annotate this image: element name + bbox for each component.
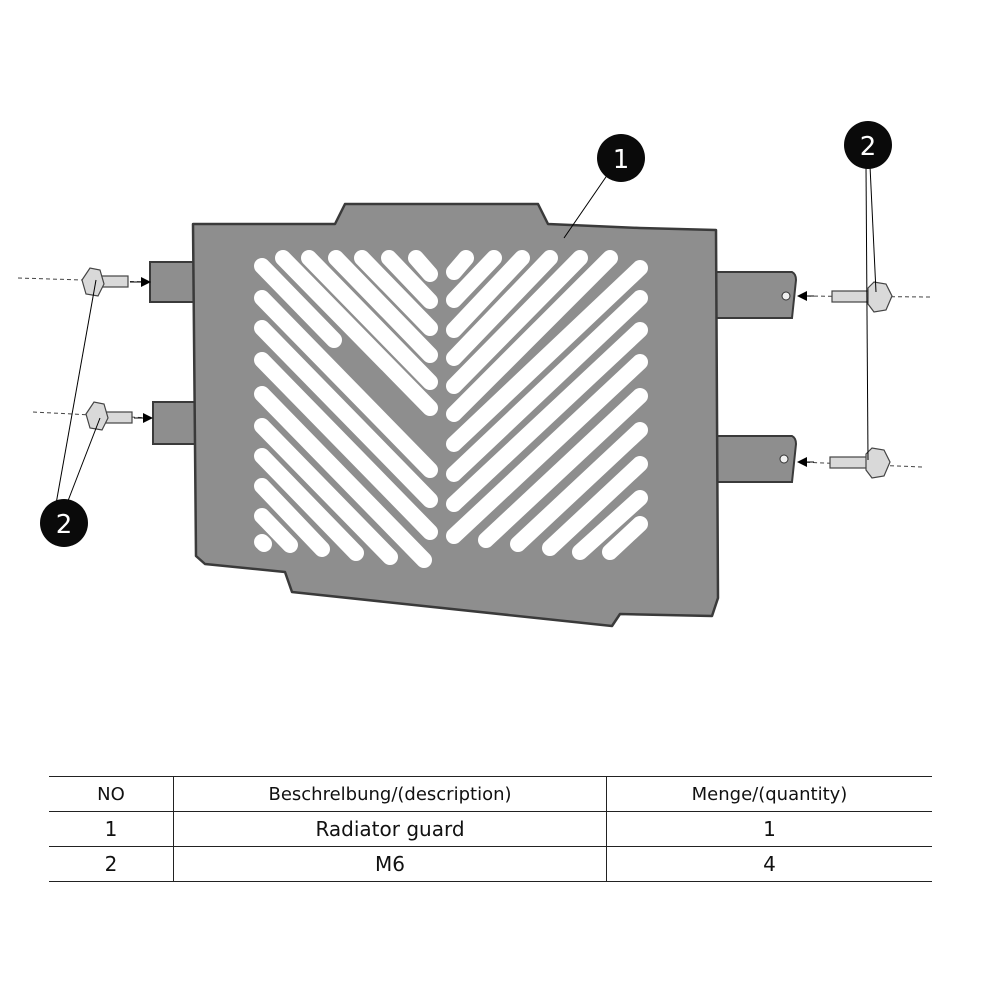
svg-text:2: 2 <box>860 132 877 162</box>
radiator-guard <box>149 202 798 628</box>
bolt-left-lower <box>32 401 153 431</box>
svg-text:2: 2 <box>56 510 73 540</box>
right-lower-tab <box>713 435 798 483</box>
svg-text:1: 1 <box>613 145 630 175</box>
grille-slots <box>254 250 648 568</box>
cell-no: 2 <box>49 846 174 882</box>
parts-list-table: NO Beschrelbung/(description) Menge/(qua… <box>49 776 932 882</box>
right-upper-tab <box>713 271 798 319</box>
bolt-right-lower <box>797 447 923 479</box>
table-header-row: NO Beschrelbung/(description) Menge/(qua… <box>49 776 932 812</box>
cell-no: 1 <box>49 811 174 847</box>
right-upper-hole <box>781 291 791 301</box>
header-quantity: Menge/(quantity) <box>691 783 848 805</box>
table-row: 2 M6 4 <box>49 846 932 882</box>
header-description: Beschrelbung/(description) <box>173 776 607 812</box>
right-lower-hole <box>779 454 789 464</box>
table-row: 1 Radiator guard 1 <box>49 811 932 847</box>
left-upper-tab <box>149 261 197 303</box>
cell-description: M6 <box>173 846 607 882</box>
callout-1: 1 <box>597 134 645 182</box>
callout-2-right: 2 <box>844 121 892 169</box>
bolt-right-upper <box>797 281 931 313</box>
exploded-assembly-diagram: 1 2 2 <box>17 121 931 628</box>
header-no: NO <box>49 776 174 812</box>
callout-2-left: 2 <box>40 499 88 547</box>
cell-description: Radiator guard <box>173 811 607 847</box>
leader-lines <box>55 165 877 507</box>
cell-quantity: 4 <box>763 852 776 876</box>
bolt-left-upper <box>17 267 151 297</box>
cell-quantity: 1 <box>763 817 776 841</box>
left-lower-tab <box>152 401 199 445</box>
